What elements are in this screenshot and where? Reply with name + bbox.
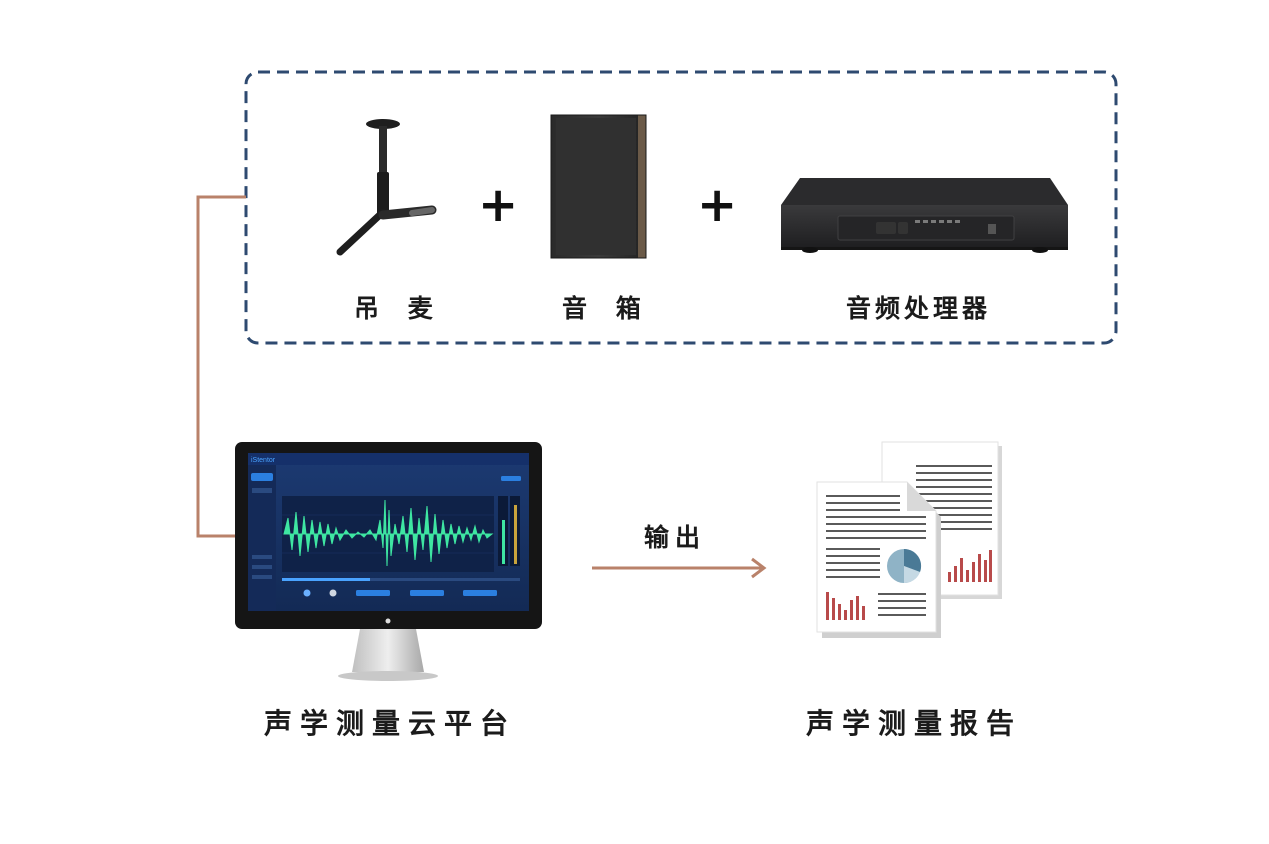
report-label: 声学测量报告 xyxy=(806,707,1023,740)
processor-label: 音频处理器 xyxy=(846,294,992,323)
connector-line xyxy=(196,195,246,538)
equipment-group-border xyxy=(244,70,1118,345)
ceiling-microphone-image xyxy=(336,119,437,256)
audio-processor-image xyxy=(781,178,1068,253)
screen-brand-text: iStentor xyxy=(251,457,276,464)
plus-sign-2: + xyxy=(697,177,738,233)
microphone-label: 吊 麦 xyxy=(354,294,443,323)
speaker-image xyxy=(550,114,647,259)
platform-label: 声学测量云平台 xyxy=(264,707,517,740)
waveform-shape xyxy=(283,499,494,567)
plus-sign-1: + xyxy=(478,177,519,233)
output-arrow xyxy=(592,557,767,579)
monitor-image: iStentor xyxy=(235,442,542,681)
report-page-front xyxy=(816,481,941,638)
output-label: 输出 xyxy=(644,523,707,552)
speaker-label: 音 箱 xyxy=(562,294,651,323)
